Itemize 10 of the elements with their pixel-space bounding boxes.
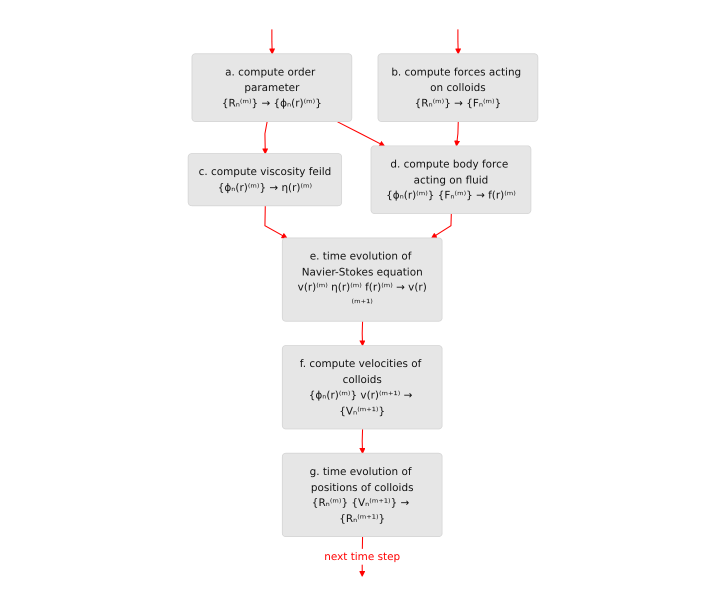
arrow xyxy=(430,214,452,238)
arrow xyxy=(262,122,268,154)
arrow xyxy=(337,121,386,146)
arrow xyxy=(454,122,460,146)
flowchart: next time step a. compute order parameter {Rₙ⁽ᵐ⁾} → {ϕₙ(r)⁽ᵐ⁾} b. compute forces acting on colloids {Rₙ⁽ᵐ⁾} → {Fₙ⁽ᵐ⁾} c. compute viscosity feild {ϕₙ(r)⁽ᵐ⁾} → η(r)⁽ᵐ⁾ d. compute body force acting on fluid {ϕₙ(r)⁽ᵐ⁾} {Fₙ⁽ᵐ⁾} → f(r)⁽ᵐ⁾ e. time evolution of Navier-Stokes equation v(r)⁽ᵐ⁾ η(r)⁽ᵐ⁾ f(r)⁽ᵐ⁾ → v(r)⁽ᵐ⁺¹⁾ f. compute velocities of colloids {ϕₙ(r)⁽ᵐ⁾} v(r)⁽ᵐ⁺¹⁾ → {Vₙ⁽ᵐ⁺¹⁾} g. time evolution of positions of colloids {Rₙ⁽ᵐ⁾} {Vₙ⁽ᵐ⁺¹⁾} → {Rₙ⁽ᵐ⁺¹⁾} xyxy=(3,3,723,603)
arrow xyxy=(359,429,366,454)
arrow xyxy=(359,322,366,346)
arrow xyxy=(269,29,276,54)
arrow xyxy=(264,206,288,238)
arrow xyxy=(455,29,462,54)
